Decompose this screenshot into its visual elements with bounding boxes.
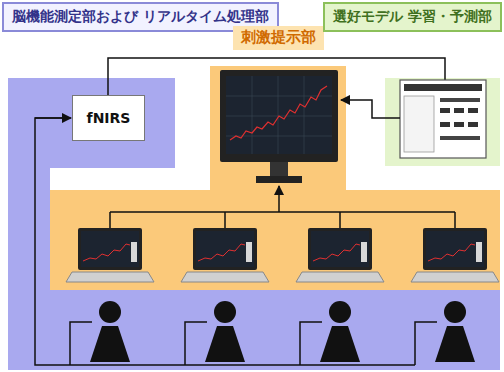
laptop bbox=[411, 228, 499, 282]
device-box: fNIRS bbox=[72, 95, 145, 141]
sensor-arrow bbox=[35, 117, 71, 119]
signal-wire bbox=[108, 58, 445, 95]
laptop-wires bbox=[110, 212, 455, 228]
model-region bbox=[385, 78, 500, 166]
subjects bbox=[90, 301, 475, 362]
model-arrow bbox=[341, 100, 400, 118]
laptop bbox=[181, 228, 269, 282]
sensor-wires bbox=[35, 118, 437, 365]
laptop bbox=[66, 228, 154, 282]
model-computer bbox=[400, 80, 486, 158]
stimulus-region bbox=[50, 66, 500, 290]
display-arrow bbox=[278, 186, 280, 212]
section-label: 選好モデル 学習・予測部 bbox=[323, 2, 502, 32]
node-label: 刺激提示部 bbox=[241, 28, 316, 48]
laptop bbox=[296, 228, 384, 282]
node-label: 脳機能測定部および リアルタイム処理部 bbox=[12, 8, 269, 26]
section-label: 刺激提示部 bbox=[233, 26, 324, 50]
node-label: fNIRS bbox=[87, 110, 131, 126]
node-label: 選好モデル 学習・予測部 bbox=[333, 8, 492, 26]
main-monitor bbox=[220, 70, 338, 183]
